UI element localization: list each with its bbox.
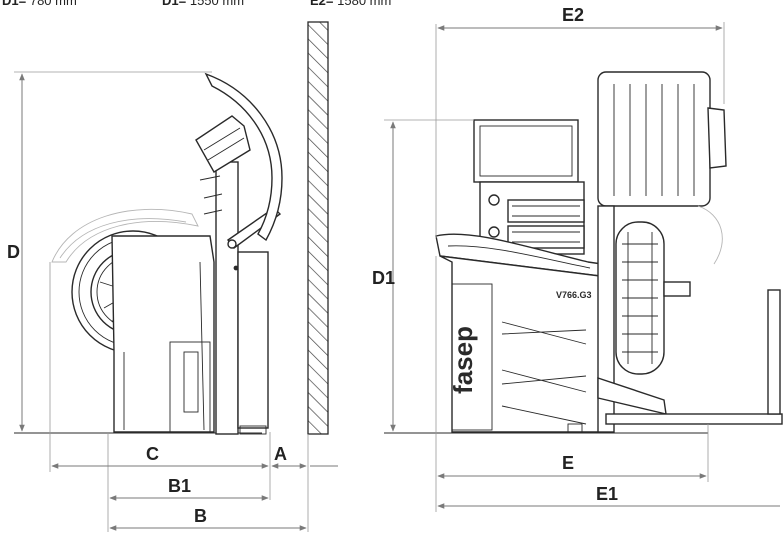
- cabinet-side: [111, 235, 215, 433]
- brand-logo: fasep: [448, 326, 478, 394]
- label-D: D: [7, 242, 20, 262]
- spec-value: 1580 mm: [337, 0, 392, 8]
- spec-label: D1=: [2, 0, 27, 8]
- label-D1: D1: [372, 268, 395, 288]
- label-C: C: [146, 444, 159, 464]
- side-dimensions: D C A B1 B: [7, 71, 338, 532]
- label-B1: B1: [168, 476, 191, 496]
- label-E2: E2: [562, 5, 584, 25]
- wheel-hood: [597, 71, 711, 207]
- lift-platform: [605, 413, 783, 425]
- front-dimensions: E2 D1 E E1: [372, 5, 780, 512]
- lift-post: [767, 289, 781, 415]
- rear-column: [215, 161, 239, 435]
- spec-label: E2=: [310, 0, 334, 8]
- hood-ghost-line: [59, 218, 187, 259]
- hood-raised: [204, 72, 283, 242]
- spec-e2: E2= 1580 mm: [310, 0, 391, 8]
- front-view: fasep V766.G3: [384, 71, 783, 434]
- hood-ghost: [51, 208, 199, 263]
- spec-d1-a: D1= 780 mm: [2, 0, 77, 8]
- cabinet-front: [439, 255, 601, 433]
- model-badge: V766.G3: [556, 290, 592, 300]
- spec-value: 1550 mm: [189, 0, 245, 8]
- label-A: A: [274, 444, 287, 464]
- wall-hatch-icon: [307, 21, 329, 435]
- spec-value: 780 mm: [29, 0, 77, 8]
- spec-label: D1=: [162, 0, 187, 8]
- label-E: E: [562, 453, 574, 473]
- support-column: [597, 205, 615, 433]
- monitor: [473, 119, 579, 183]
- rear-panel: [237, 251, 269, 429]
- side-view: [14, 21, 329, 435]
- spec-d1-b: D1= 1550 mm: [162, 0, 244, 8]
- hood-bracket: [195, 115, 251, 173]
- label-B: B: [194, 506, 207, 526]
- base-plate: [169, 341, 211, 433]
- label-E1: E1: [596, 484, 618, 504]
